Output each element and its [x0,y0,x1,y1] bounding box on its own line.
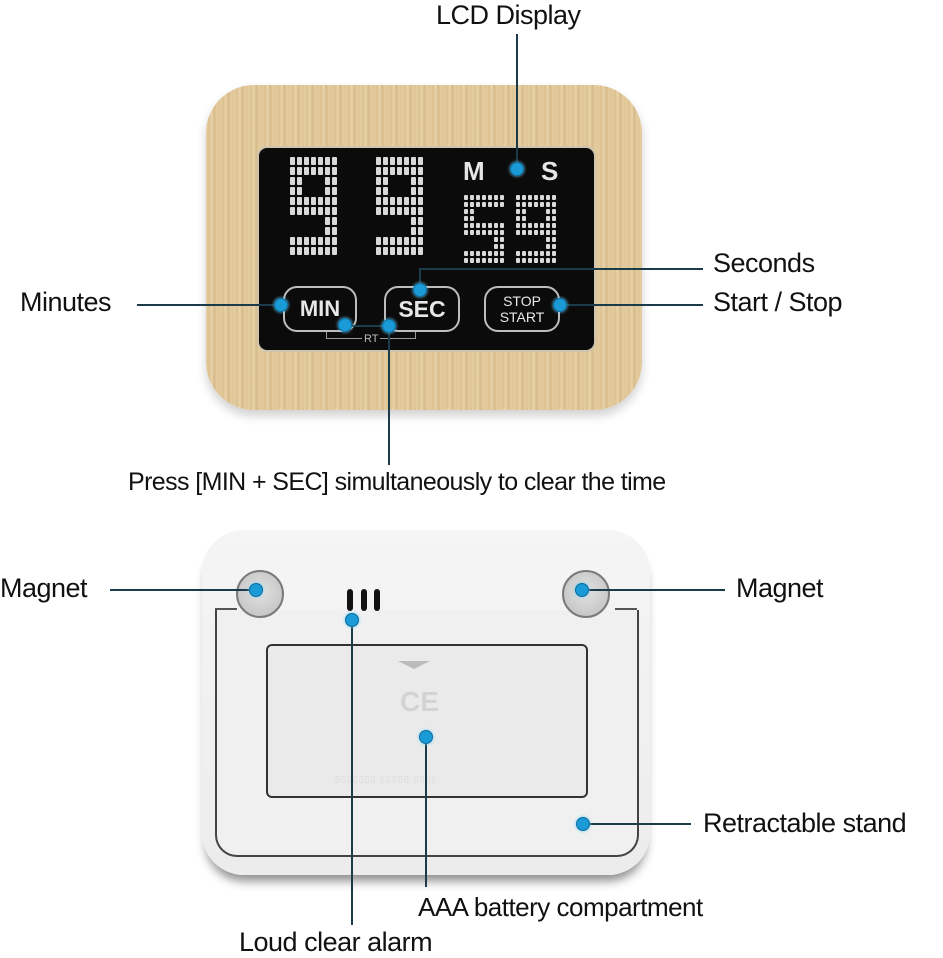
leader-clear-v [388,325,390,465]
callout-dot-clear-sec [382,319,396,333]
label-lcd-display: LCD Display [436,0,581,30]
leader-magnet-left [110,589,258,591]
label-battery: AAA battery compartment [418,892,703,922]
min-button-label: MIN [299,296,341,321]
minutes-digit-tens [290,157,337,255]
stand-edge-left [215,608,237,610]
leader-start-stop [561,304,703,306]
open-arrow-icon [398,661,430,669]
battery-cover[interactable] [266,644,588,798]
label-minutes: Minutes [20,287,112,317]
callout-dot-sec [413,283,427,297]
callout-dot-stand [576,817,590,831]
callout-dot-clear-min [338,318,352,332]
callout-dot-alarm [345,613,359,627]
reset-marker-label: RT [362,333,381,345]
cover-small-print: ▯▯▯▯▯▯▯ ▯▯▯▯▯ ▯▯▯▯ [335,774,438,784]
ce-mark-icon: CE [400,686,439,717]
label-seconds: Seconds [713,248,815,278]
label-magnet-right: Magnet [736,573,824,603]
magnet-right [562,570,610,618]
second-unit-label: S [541,156,559,186]
label-magnet-left: Magnet [0,573,88,603]
callout-dot-magnet-left [249,583,263,597]
start-label: START [499,309,545,325]
minute-unit-label: M [463,156,485,186]
leader-lcd [516,34,518,170]
leader-clear-h [345,325,388,327]
leader-battery [425,737,427,887]
callout-dot-min [274,298,288,312]
minutes-digit-ones [376,157,423,255]
seconds-digit-tens [464,195,504,263]
leader-magnet-right [582,589,725,591]
label-alarm: Loud clear alarm [239,927,433,957]
callout-dot-battery [419,730,433,744]
callout-dot-lcd [510,162,524,176]
stand-edge-right [615,608,637,610]
leader-stand [583,823,691,825]
start-stop-button[interactable]: STOP START [484,286,560,332]
speaker-slot-icon [347,589,353,611]
sec-button-label: SEC [398,295,446,322]
seconds-digit-ones [516,195,556,263]
speaker-slot-icon [361,589,367,611]
leader-minutes [137,304,282,306]
leader-alarm [351,620,353,925]
label-retractable-stand: Retractable stand [703,808,907,838]
label-start-stop: Start / Stop [713,287,843,317]
label-clear-hint: Press [MIN + SEC] simultaneously to clea… [128,468,666,496]
leader-seconds-h [419,268,703,270]
speaker-slot-icon [374,589,380,611]
leader-seconds-v [419,268,421,290]
stop-label: STOP [503,292,541,309]
callout-dot-magnet-right [575,583,589,597]
callout-dot-start-stop [553,298,567,312]
